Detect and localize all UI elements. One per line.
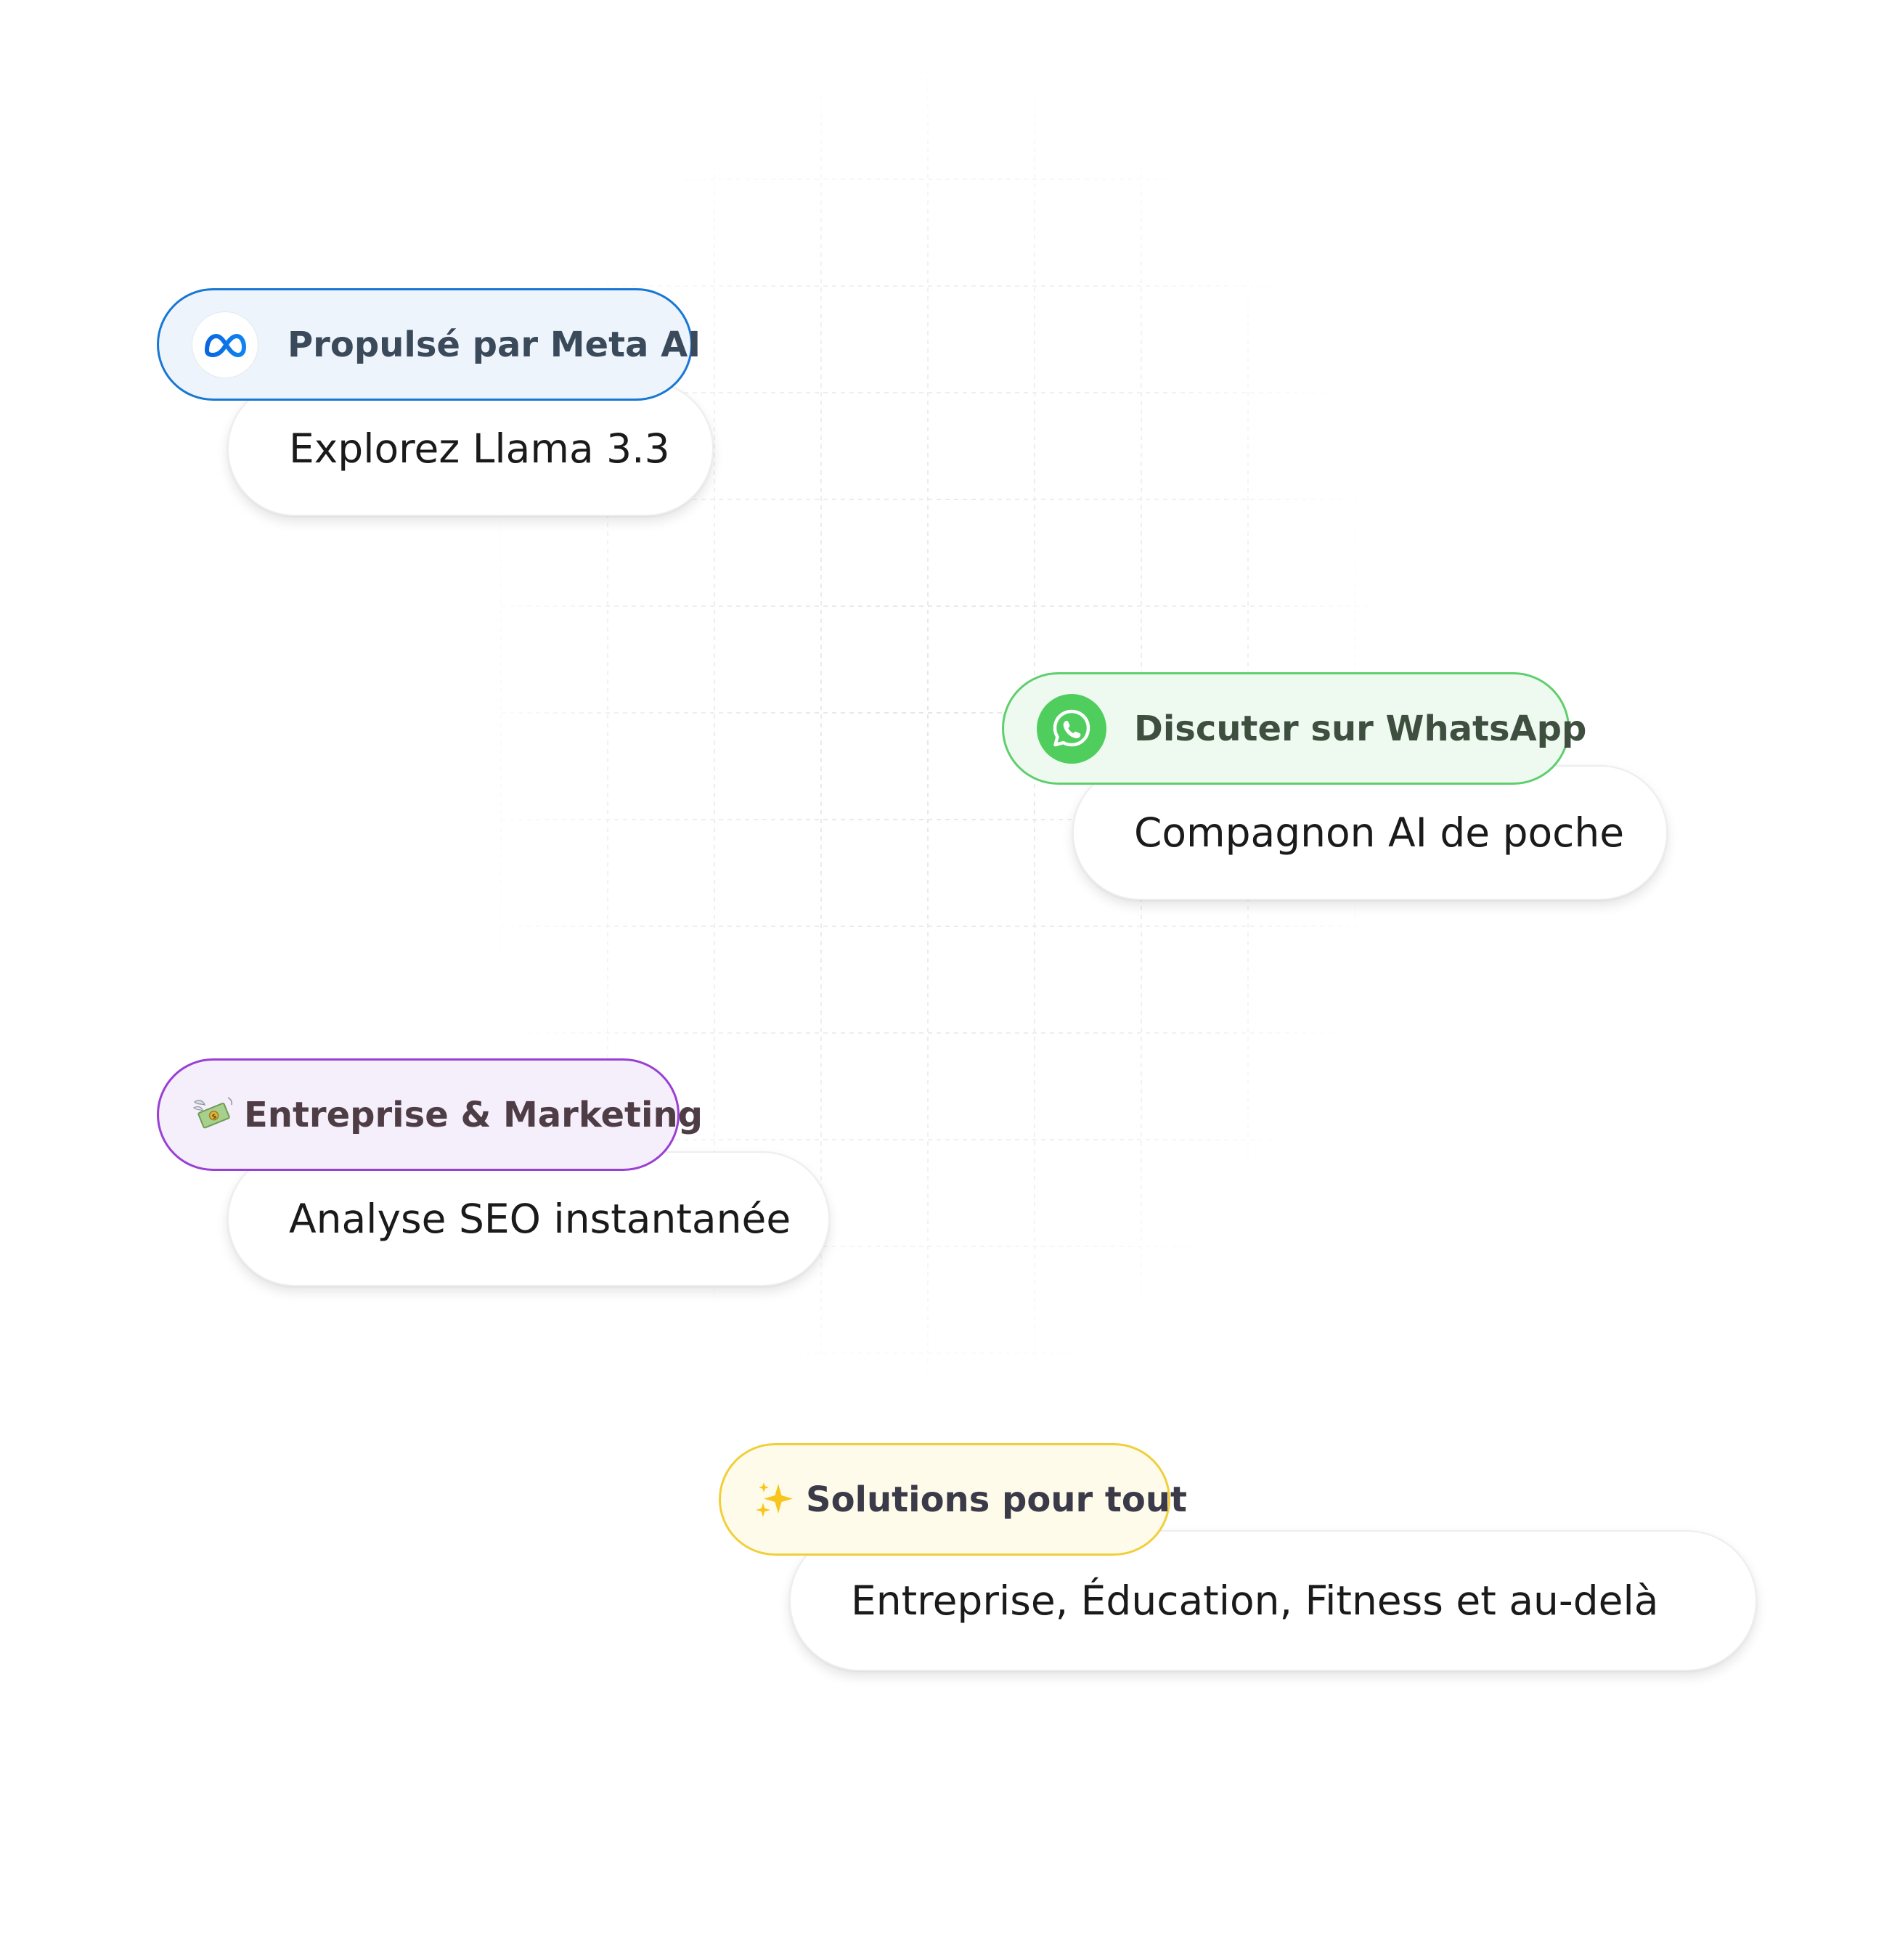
badge-solutions-for-all[interactable]: Solutions pour tout bbox=[719, 1443, 1187, 1556]
badge-label: Entreprise & Marketing bbox=[244, 1094, 703, 1135]
bubble-label: Entreprise, Éducation, Fitness et au-del… bbox=[851, 1577, 1659, 1624]
money-with-wings-icon: $ bbox=[192, 1093, 235, 1137]
badge-powered-by-meta[interactable]: Propulsé par Meta AI bbox=[157, 288, 701, 401]
badge-label: Discuter sur WhatsApp bbox=[1134, 708, 1587, 749]
bubble-seo-analysis[interactable]: Analyse SEO instantanée bbox=[227, 1151, 830, 1286]
bubble-pocket-companion[interactable]: Compagnon AI de poche bbox=[1072, 765, 1668, 900]
bubble-label: Explorez Llama 3.3 bbox=[289, 425, 670, 472]
whatsapp-icon bbox=[1037, 693, 1106, 764]
bubble-domains[interactable]: Entreprise, Éducation, Fitness et au-del… bbox=[789, 1530, 1757, 1671]
bubble-explore-llama[interactable]: Explorez Llama 3.3 bbox=[227, 381, 714, 516]
meta-logo-icon bbox=[192, 311, 258, 378]
badge-business-marketing[interactable]: $ Entreprise & Marketing bbox=[157, 1058, 703, 1171]
sparkles-icon bbox=[754, 1478, 797, 1522]
bubble-label: Compagnon AI de poche bbox=[1134, 809, 1625, 856]
badge-chat-on-whatsapp[interactable]: Discuter sur WhatsApp bbox=[1002, 672, 1586, 785]
svg-text:$: $ bbox=[211, 1112, 219, 1121]
badge-label: Solutions pour tout bbox=[806, 1479, 1187, 1520]
badge-label: Propulsé par Meta AI bbox=[288, 324, 701, 365]
bubble-label: Analyse SEO instantanée bbox=[289, 1196, 791, 1242]
